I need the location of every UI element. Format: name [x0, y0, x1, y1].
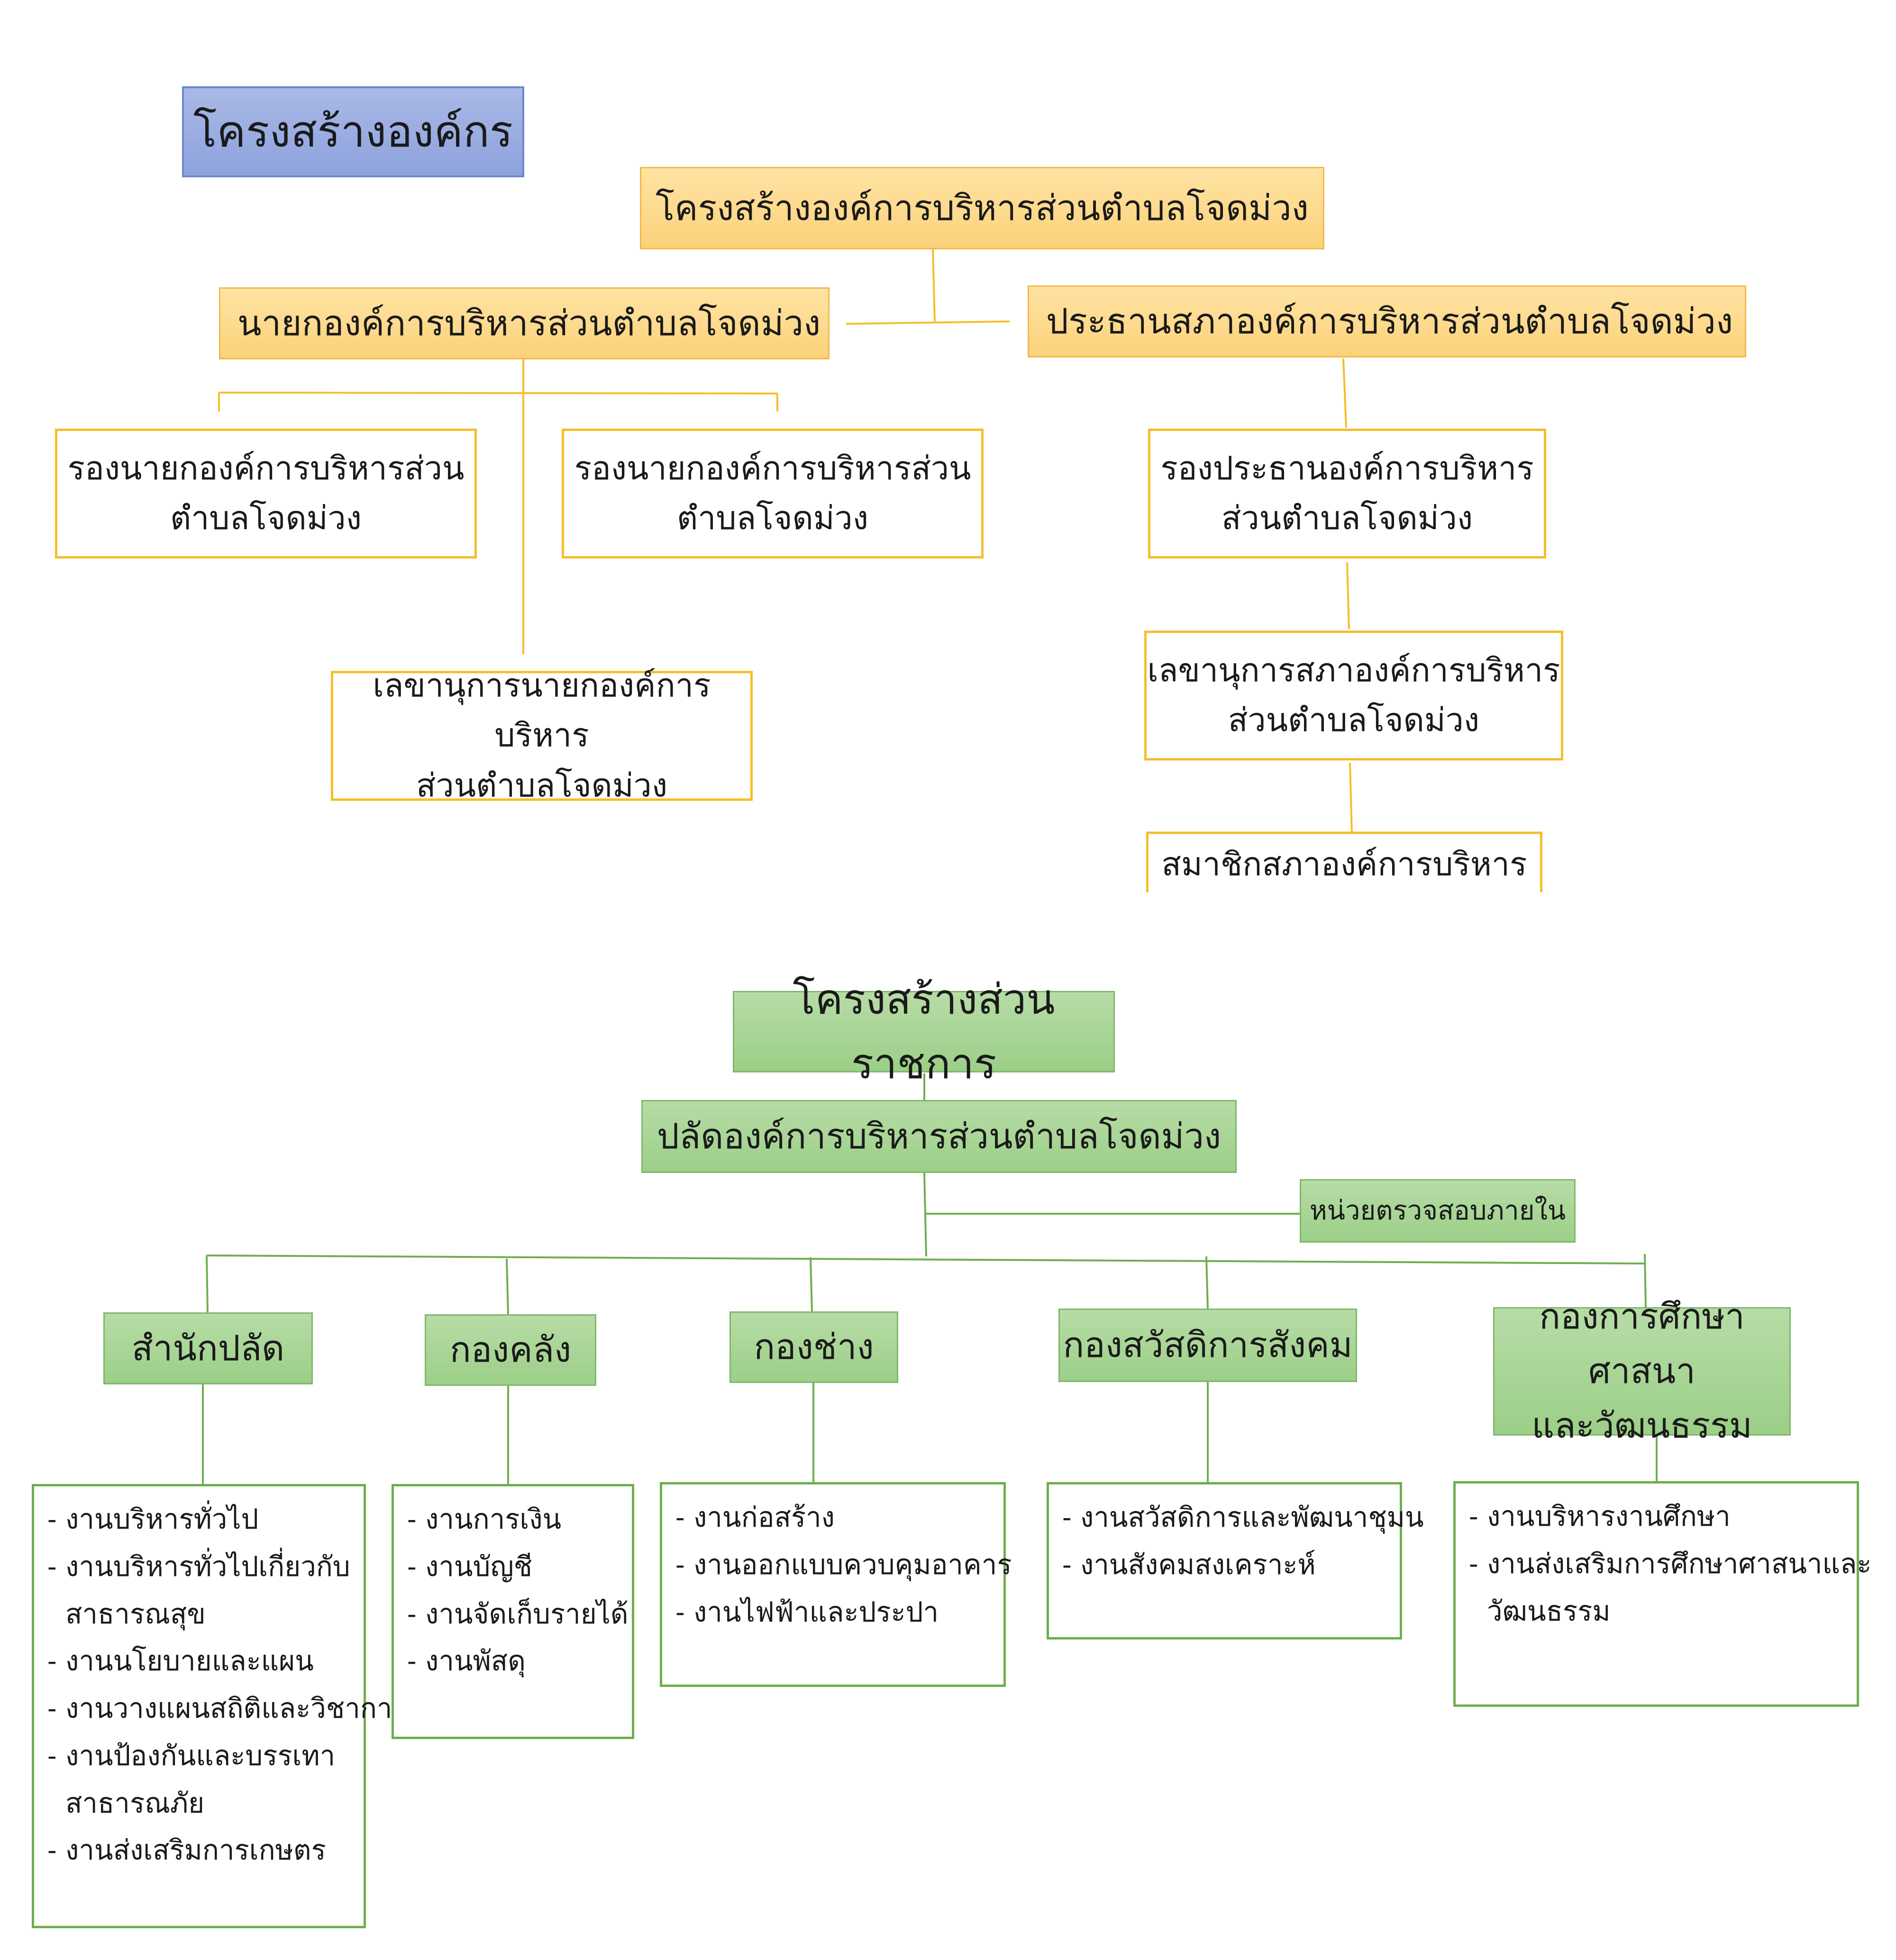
task-item: - งานป้องกันและบรรเทา [47, 1739, 336, 1772]
admin-root-box: โครงสร้างส่วนราชการ [733, 975, 1115, 1088]
task-item: - งานไฟฟ้าและประปา [675, 1595, 939, 1628]
division-name: สำนักปลัด [131, 1328, 285, 1369]
council-members-box: สมาชิกสภาองค์การบริหาร [1146, 832, 1542, 892]
page-title: โครงสร้างองค์กร [182, 86, 524, 177]
task-item: - งานนโยบายและแผน [47, 1645, 314, 1677]
council-chair-label: ประธานสภาองค์การบริหารส่วนตำบลโจดม่วง [1046, 301, 1733, 342]
mayor-secretary-box: เลขานุการนายกองค์การบริหาร ส่วนตำบลโจดม่… [331, 667, 753, 805]
council-root-label: โครงสร้างองค์การบริหารส่วนตำบลโจดม่วง [656, 187, 1309, 229]
task-item: - งานพัสดุ [407, 1645, 526, 1677]
deputy-mayor-1-line-1: รองนายกองค์การบริหารส่วน [67, 449, 465, 487]
task-item: สาธารณสุข [65, 1597, 206, 1630]
task-item: - งานการเงิน [407, 1503, 562, 1535]
mayor-secretary-line-2: ส่วนตำบลโจดม่วง [416, 767, 668, 805]
deputy-mayor-1-line-2: ตำบลโจดม่วง [170, 500, 362, 537]
admin-root-label: โครงสร้างส่วนราชการ [793, 974, 1055, 1088]
task-item: - งานบริหารทั่วไปเกี่ยวกับ [47, 1550, 350, 1583]
council-secretary-line-2: ส่วนตำบลโจดม่วง [1228, 702, 1480, 739]
task-item: - งานจัดเก็บรายได้ [407, 1597, 629, 1630]
council-chair-box: ประธานสภาองค์การบริหารส่วนตำบลโจดม่วง [1028, 285, 1746, 357]
deputy-mayor-2-line-2: ตำบลโจดม่วง [677, 500, 868, 537]
deputy-mayor-1-box: รองนายกองค์การบริหารส่วน ตำบลโจดม่วง [55, 429, 477, 559]
division-name: กองช่าง [754, 1327, 874, 1368]
division-name-line-2: และวัฒนธรรม [1531, 1405, 1752, 1446]
internal-audit-box: หน่วยตรวจสอบภายใน [1300, 1179, 1576, 1243]
task-item: - งานบริหารงานศึกษา [1469, 1500, 1731, 1532]
task-item: - งานส่งเสริมการเกษตร [47, 1834, 326, 1867]
task-item: - งานสวัสดิการและพัฒนาชุมน [1062, 1501, 1424, 1533]
task-item: - งานก่อสร้าง [675, 1501, 835, 1533]
task-item: - งานบัญชี [407, 1550, 533, 1583]
chief-administrator-box: ปลัดองค์การบริหารส่วนตำบลโจดม่วง [641, 1100, 1237, 1173]
task-item: - งานส่งเสริมการศึกษาศาสนาและ [1469, 1547, 1872, 1580]
task-list-education: - งานบริหารงานศึกษา - งานส่งเสริมการศึกษ… [1453, 1481, 1872, 1707]
vice-chair-line-1: รองประธานองค์การบริหาร [1160, 449, 1534, 487]
task-item: - งานออกแบบควบคุมอาคาร [675, 1548, 1012, 1581]
council-members-clip: สมาชิกสภาองค์การบริหาร [1146, 832, 1542, 892]
mayor-label: นายกองค์การบริหารส่วนตำบลโจดม่วง [237, 302, 821, 344]
mayor-secretary-line-1: เลขานุการนายกองค์การบริหาร [373, 667, 711, 755]
council-secretary-line-1: เลขานุการสภาองค์การบริหาร [1147, 651, 1560, 689]
division-box-engineering: กองช่าง [729, 1311, 898, 1383]
council-root-box: โครงสร้างองค์การบริหารส่วนตำบลโจดม่วง [640, 167, 1324, 249]
task-list-office: - งานบริหารทั่วไป - งานบริหารทั่วไปเกี่ย… [32, 1484, 407, 1928]
deputy-mayor-2-box: รองนายกองค์การบริหารส่วน ตำบลโจดม่วง [562, 429, 984, 559]
vice-chair-box: รองประธานองค์การบริหาร ส่วนตำบลโจดม่วง [1148, 429, 1546, 559]
task-list-engineering: - งานก่อสร้าง - งานออกแบบควบคุมอาคาร - ง… [660, 1482, 1012, 1687]
task-list-finance: - งานการเงิน - งานบัญชี - งานจัดเก็บรายไ… [392, 1484, 634, 1739]
council-members-label: สมาชิกสภาองค์การบริหาร [1161, 846, 1527, 883]
division-name: กองคลัง [449, 1329, 572, 1371]
division-box-finance: กองคลัง [425, 1314, 596, 1386]
division-box-office: สำนักปลัด [103, 1312, 313, 1384]
division-name-line-1: กองการศึกษาศาสนา [1539, 1296, 1745, 1392]
council-secretary-box: เลขานุการสภาองค์การบริหาร ส่วนตำบลโจดม่ว… [1144, 631, 1563, 760]
task-item: - งานบริหารทั่วไป [47, 1503, 259, 1535]
division-box-social-welfare: กองสวัสดิการสังคม [1058, 1309, 1357, 1382]
task-item: วัฒนธรรม [1487, 1594, 1611, 1627]
task-list-social-welfare: - งานสวัสดิการและพัฒนาชุมน - งานสังคมสงเ… [1047, 1482, 1424, 1639]
task-item: - งานวางแผนสถิติและวิชาการ [47, 1692, 407, 1724]
division-box-education: กองการศึกษาศาสนา และวัฒนธรรม [1493, 1296, 1791, 1446]
chief-administrator-label: ปลัดองค์การบริหารส่วนตำบลโจดม่วง [656, 1116, 1221, 1157]
deputy-mayor-2-line-1: รองนายกองค์การบริหารส่วน [574, 449, 971, 487]
internal-audit-label: หน่วยตรวจสอบภายใน [1309, 1195, 1566, 1226]
division-name: กองสวัสดิการสังคม [1063, 1325, 1353, 1366]
mayor-box: นายกองค์การบริหารส่วนตำบลโจดม่วง [219, 287, 830, 359]
vice-chair-line-2: ส่วนตำบลโจดม่วง [1221, 500, 1473, 537]
task-item: สาธารณภัย [65, 1786, 205, 1819]
task-item: - งานสังคมสงเคราะห์ [1062, 1548, 1316, 1581]
page-title-text: โครงสร้างองค์กร [193, 106, 513, 157]
